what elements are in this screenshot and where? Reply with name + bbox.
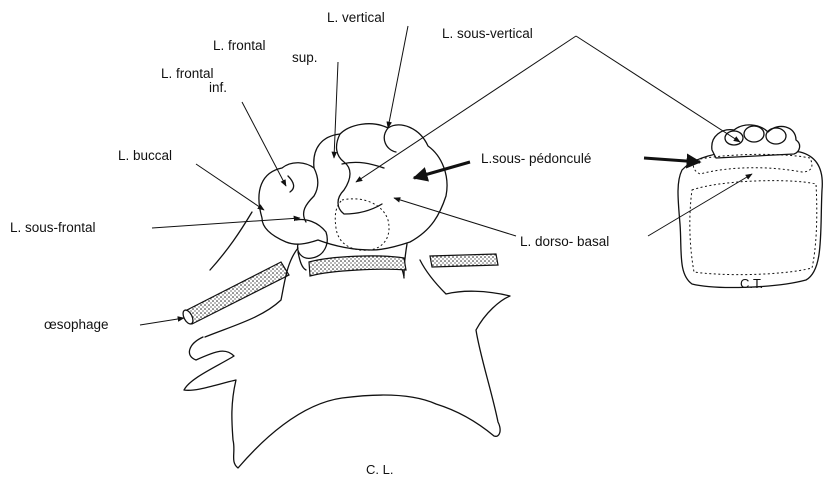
label-vertical: L. vertical	[327, 10, 385, 25]
pointer-sous-pedoncule-right	[644, 158, 700, 162]
pointer-frontal-inf	[242, 102, 286, 186]
caption-longitudinal: C. L.	[366, 462, 393, 477]
commissure-left-bar	[309, 256, 406, 276]
oesophagus-bar	[181, 262, 289, 325]
transverse-outline	[678, 149, 822, 287]
top-lobules	[712, 125, 800, 158]
label-buccal: L. buccal	[118, 148, 172, 163]
label-sous-frontal: L. sous-frontal	[10, 220, 96, 235]
label-oesophage: œsophage	[44, 317, 109, 332]
longitudinal-section	[181, 124, 510, 468]
lower-body-outline	[184, 212, 510, 468]
transverse-section	[678, 125, 822, 288]
caption-transversal: C.T.	[740, 276, 763, 291]
label-frontal-inf-line2: inf.	[209, 80, 227, 95]
label-frontal-sup: L. frontal	[213, 38, 266, 53]
pointer-vertical	[388, 26, 408, 128]
commissure-right-bar	[430, 254, 498, 267]
pointer-sous-vertical-right	[576, 36, 740, 142]
label-frontal-inf-line1: L. frontal	[161, 66, 214, 81]
pointer-oesophage	[140, 318, 184, 325]
label-sup: sup.	[292, 50, 318, 65]
label-sous-vertical: L. sous-vertical	[442, 26, 533, 41]
supraesophageal-mass	[259, 124, 447, 250]
label-dorso-basal: L. dorso- basal	[520, 234, 609, 249]
label-sous-pedoncule: L.sous- pédonculé	[481, 151, 591, 166]
pointer-buccal	[196, 164, 264, 210]
